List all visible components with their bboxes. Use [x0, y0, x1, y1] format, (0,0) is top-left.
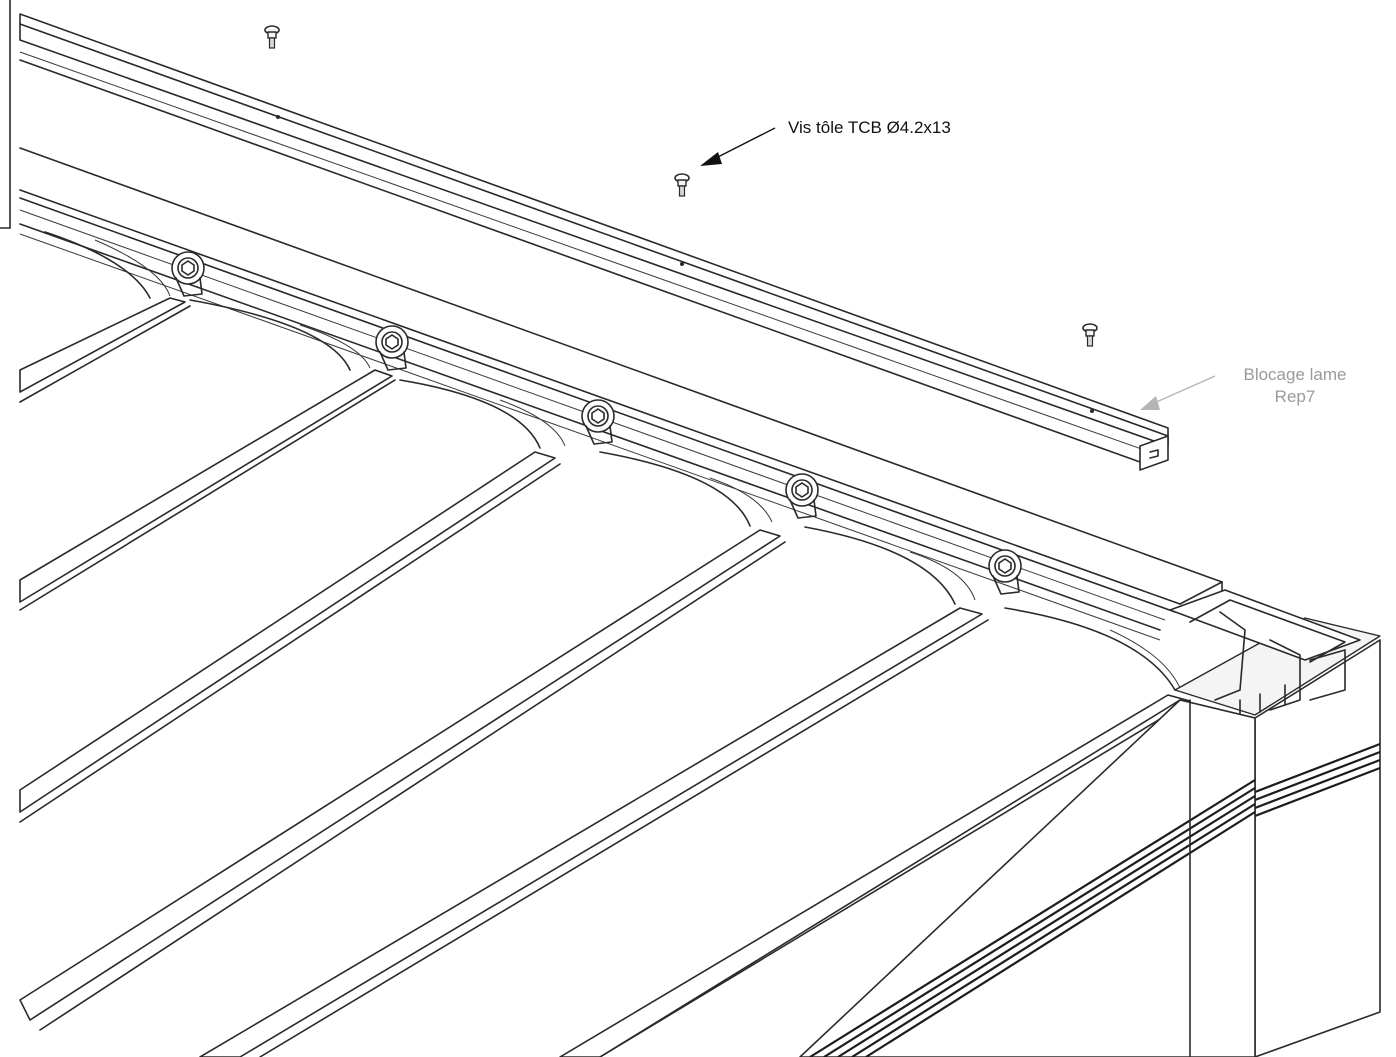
blocking-blade-label-line-1: Blocage lame — [1243, 365, 1347, 384]
pivots — [171, 251, 1022, 595]
screw-callout-arrow — [700, 127, 776, 166]
pivot-bolt-icon — [171, 251, 205, 297]
screw-icon — [264, 25, 280, 49]
pivot-bolt-icon — [988, 549, 1022, 595]
screw-icon — [1082, 323, 1098, 347]
blocking-rail — [19, 13, 1169, 471]
screw-callout-label: Vis tôle TCB Ø4.2x13 — [788, 118, 951, 137]
slats — [19, 231, 1191, 1057]
pivot-bolt-icon — [785, 473, 819, 519]
pivot-bolt-icon — [375, 325, 409, 371]
pivot-bolt-icon — [581, 399, 615, 445]
screw-icon — [674, 173, 690, 197]
blocking-callout-arrow — [1140, 375, 1216, 410]
front-beam — [599, 699, 1256, 1057]
frame-border — [0, 0, 11, 229]
screws — [264, 25, 1098, 347]
blocking-blade-label-line-2: Rep7 — [1274, 387, 1316, 406]
blocking-blade-callout-label: Blocage lame Rep7 — [1210, 364, 1380, 408]
